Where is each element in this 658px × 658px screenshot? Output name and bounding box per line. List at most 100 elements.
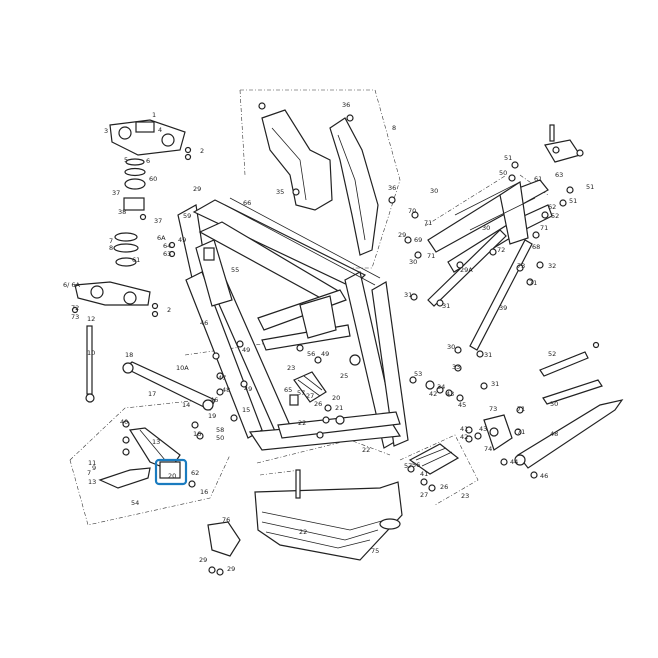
part-number-label: 9	[92, 464, 96, 472]
part-number-label: 71	[529, 279, 537, 287]
part-number-label: 58	[216, 426, 224, 434]
part-number-label: 37	[112, 189, 120, 197]
part-number-label: 22	[298, 419, 306, 427]
part-number-label: 16	[200, 488, 208, 496]
part-number-label: 21	[335, 404, 343, 412]
part-number-label: 14	[182, 401, 190, 409]
part-number-label: 41	[420, 470, 428, 478]
part-number-label: 46	[200, 319, 208, 327]
part-number-label: 30	[409, 258, 417, 266]
part-number-label: 30	[482, 224, 490, 232]
part-number-label: 60	[149, 175, 157, 183]
part-number-label: 71	[517, 428, 525, 436]
part-number-label: 46	[540, 472, 548, 480]
part-number-label: 61	[132, 256, 140, 264]
part-number-label: 20	[168, 472, 176, 480]
part-number-label: 69	[414, 236, 422, 244]
part-number-label: 55	[231, 266, 239, 274]
part-number-label: 5	[124, 156, 128, 164]
part-number-label: 11	[88, 459, 96, 467]
part-number-label: 50	[550, 400, 558, 408]
part-number-label: 12	[87, 315, 95, 323]
part-number-label: 2	[167, 306, 171, 314]
part-number-label: 6A	[157, 234, 166, 242]
part-number-label: 52	[548, 350, 556, 358]
part-number-label: 50	[499, 169, 507, 177]
part-number-label: 16	[193, 430, 201, 438]
part-number-label: 51	[569, 197, 577, 205]
part-number-label: 41	[460, 425, 468, 433]
part-number-label: 57	[297, 389, 305, 397]
part-number-label: 3	[104, 127, 108, 135]
part-number-label: 71	[517, 405, 525, 413]
part-number-label: 43	[479, 425, 487, 433]
part-number-label: 54	[131, 499, 139, 507]
part-number-label: 27	[420, 491, 428, 499]
part-number-label: 29	[398, 231, 406, 239]
part-number-label: 20	[332, 394, 340, 402]
part-number-label: 18	[125, 351, 133, 359]
part-number-label: 75	[371, 547, 379, 555]
part-number-label: 72	[71, 304, 79, 312]
part-number-label: 49	[321, 350, 329, 358]
part-number-label: 38	[118, 208, 126, 216]
part-number-label: 59	[183, 212, 191, 220]
part-number-label: 62	[548, 203, 556, 211]
part-number-label: 30	[430, 187, 438, 195]
part-number-label: 25	[340, 372, 348, 380]
part-number-label: 71	[540, 224, 548, 232]
part-number-label: 48	[222, 386, 230, 394]
part-number-label: 23	[287, 364, 295, 372]
part-number-label: 53	[414, 370, 422, 378]
part-number-label: 31	[484, 351, 492, 359]
part-number-label: 34	[437, 383, 445, 391]
part-number-label: 35	[276, 188, 284, 196]
brake-pedal-assembly	[98, 340, 248, 489]
part-number-label: 52	[551, 212, 559, 220]
left-footpeg	[289, 344, 332, 424]
part-number-label: 43	[446, 390, 454, 398]
part-number-label: 22	[362, 446, 370, 454]
part-number-label: 48	[550, 430, 558, 438]
part-number-label: 30	[447, 343, 455, 351]
part-number-label: 47	[218, 374, 226, 382]
part-number-label: 4	[158, 126, 162, 134]
part-number-label: 31	[442, 302, 450, 310]
side-panels	[258, 102, 396, 256]
part-number-label: 49	[242, 346, 250, 354]
part-number-label: 50	[216, 434, 224, 442]
part-number-label: 64	[163, 242, 171, 250]
main-frame	[177, 197, 409, 451]
part-number-label: 36	[342, 101, 350, 109]
part-number-label: 29	[227, 565, 235, 573]
part-number-label: 22	[299, 528, 307, 536]
part-number-label: 74	[484, 445, 492, 453]
part-number-label: 45	[458, 401, 466, 409]
highlighted-part-box	[154, 458, 188, 486]
part-number-label: 42	[429, 390, 437, 398]
part-number-label: 36	[388, 184, 396, 192]
part-number-label: 73	[517, 262, 525, 270]
part-number-label: 63	[163, 250, 171, 258]
part-number-label: 7	[109, 237, 113, 245]
part-number-label: 23	[461, 492, 469, 500]
part-number-label: 8	[392, 124, 396, 132]
part-number-label: 49	[244, 385, 252, 393]
part-number-label: 39	[499, 304, 507, 312]
right-footpeg-sidestand	[407, 341, 624, 492]
steering-assembly	[71, 119, 192, 403]
skid-plate	[207, 469, 403, 576]
part-number-label: 2	[200, 147, 204, 155]
part-number-label: 26	[314, 400, 322, 408]
part-number-label: 40	[120, 418, 128, 426]
part-number-label: 70	[408, 207, 416, 215]
part-number-label: 46	[210, 396, 218, 404]
part-number-label: 10	[87, 349, 95, 357]
part-number-label: 8	[109, 244, 113, 252]
part-number-label: 76	[222, 516, 230, 524]
part-number-label: 42	[460, 433, 468, 441]
part-number-label: 57	[404, 462, 412, 470]
part-number-label: 44	[510, 458, 518, 466]
part-number-label: 29	[193, 185, 201, 193]
